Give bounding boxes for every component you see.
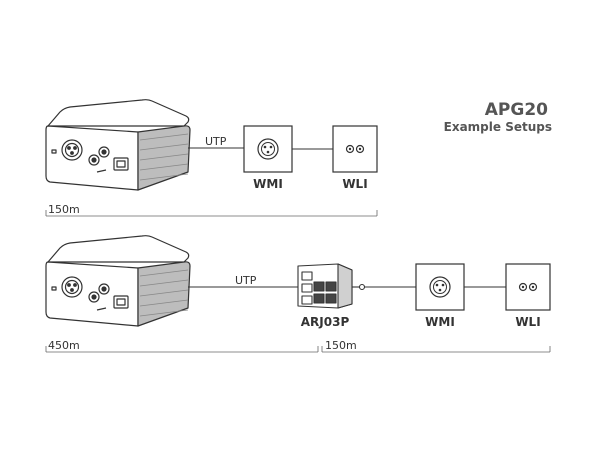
setup-2: UTP ARJ03P WMI xyxy=(45,235,551,353)
wli-label-1: WLI xyxy=(342,177,367,191)
wmi-wall-plate-1 xyxy=(243,125,293,173)
apg20-device-1 xyxy=(45,99,191,191)
wli-wall-plate-2 xyxy=(505,263,551,311)
distance-label-3: 150m xyxy=(325,339,357,352)
wmi-wall-plate-2 xyxy=(415,263,465,311)
apg20-device-2 xyxy=(45,235,191,327)
wmi-label-2: WMI xyxy=(425,315,455,329)
wli-label-2: WLI xyxy=(515,315,540,329)
wmi-label-1: WMI xyxy=(253,177,283,191)
setup-1: UTP WMI WLI 150m xyxy=(45,99,378,217)
distance-bracket-1 xyxy=(45,210,378,217)
distance-bracket-3 xyxy=(321,346,551,353)
distance-label-1: 150m xyxy=(48,203,80,216)
arj03p-label: ARJ03P xyxy=(301,315,350,329)
utp-label-2: UTP xyxy=(235,274,257,287)
diagram-subtitle: Example Setups xyxy=(444,120,552,134)
utp-label-1: UTP xyxy=(205,135,227,148)
wli-wall-plate-1 xyxy=(332,125,378,173)
distance-bracket-2 xyxy=(45,346,319,353)
distance-label-2: 450m xyxy=(48,339,80,352)
diagram-title: APG20 xyxy=(485,100,548,120)
arj03p-splitter xyxy=(297,263,366,309)
